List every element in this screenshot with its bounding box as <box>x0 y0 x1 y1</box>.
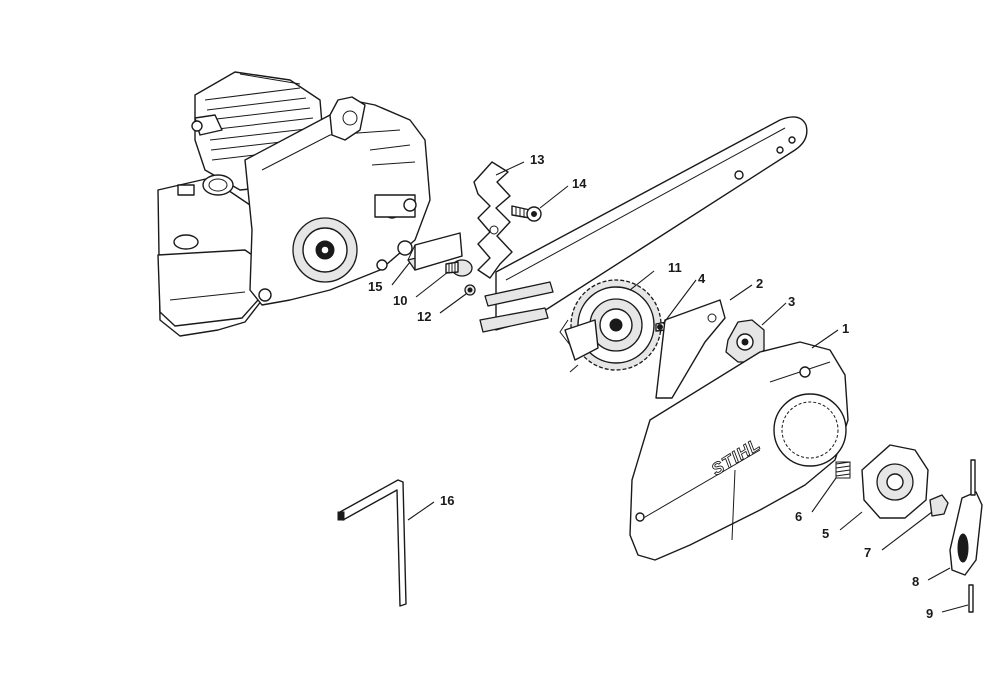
callout-6: 6 <box>795 509 802 524</box>
leader-lines <box>391 161 969 613</box>
callout-1: 1 <box>842 321 849 336</box>
callout-3: 3 <box>788 294 795 309</box>
callout-4: 4 <box>698 271 706 286</box>
part-1-sprocket-cover: STIHL <box>629 341 849 561</box>
callout-14: 14 <box>572 176 587 191</box>
part-15-slide-block <box>407 232 463 271</box>
callout-9: 9 <box>926 606 933 621</box>
part-12-nut <box>464 284 476 296</box>
part-10-screw <box>445 259 473 277</box>
part-13-chain-catcher <box>473 161 513 279</box>
callout-7: 7 <box>864 545 871 560</box>
part-6-spring <box>835 461 851 479</box>
callout-15: 15 <box>368 279 382 294</box>
guide-bar <box>479 116 808 333</box>
powerhead <box>157 71 431 337</box>
callout-8: 8 <box>912 574 919 589</box>
part-3-knob-nut <box>725 319 765 363</box>
part-2-plate <box>655 299 726 399</box>
callout-labels: 1 2 3 4 5 6 7 8 9 10 11 12 13 14 15 16 <box>368 152 933 621</box>
part-8-lever <box>949 491 983 576</box>
part-11-sprocket <box>559 279 662 373</box>
part-14-screw <box>511 205 542 222</box>
callout-2: 2 <box>756 276 763 291</box>
callout-10: 10 <box>393 293 407 308</box>
callout-12: 12 <box>417 309 431 324</box>
part-5-tensioner-disc <box>861 444 929 519</box>
part-7-cap <box>929 494 949 517</box>
callout-5: 5 <box>822 526 829 541</box>
callout-13: 13 <box>530 152 544 167</box>
callout-11: 11 <box>668 260 682 275</box>
callout-16: 16 <box>440 493 454 508</box>
part-9-pins <box>968 459 976 613</box>
part-16-allen-key <box>337 479 407 607</box>
